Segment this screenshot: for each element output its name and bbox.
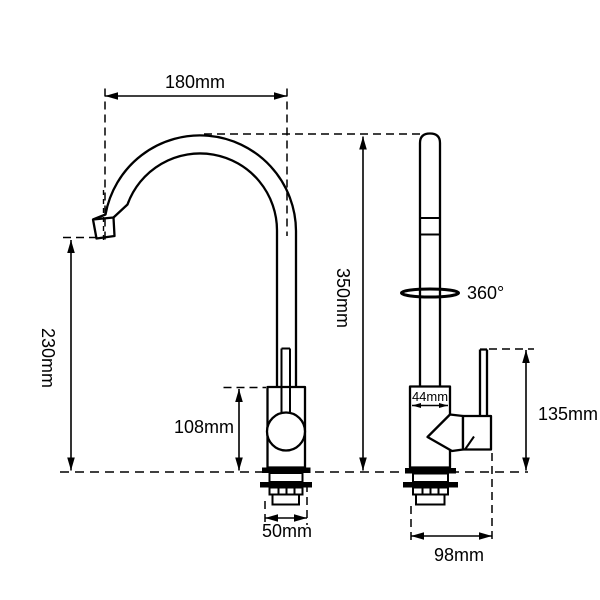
swivel-rotation-icon [400, 287, 460, 299]
front-view [91, 134, 312, 506]
handle-connector-cap [461, 414, 493, 451]
deck-plate-front [262, 467, 311, 473]
tailpiece-side [415, 493, 446, 506]
side-view [400, 132, 493, 506]
arrowhead [105, 92, 118, 100]
handle-rod-side [478, 348, 489, 415]
spout-joint-lines [420, 217, 440, 236]
spout-outer-curve [92, 134, 298, 388]
dim-label-base-depth: 98mm [434, 545, 484, 565]
dim-label-base-width: 50mm [262, 521, 312, 541]
washer-front [260, 482, 312, 488]
locknut-notches-side [421, 487, 440, 495]
arrowhead [359, 457, 367, 471]
spout-inner-curve [112, 152, 279, 388]
dim-base-depth: 98mm [410, 453, 493, 565]
mount-side [403, 468, 458, 506]
dim-spout-reach: 180mm [104, 72, 288, 243]
connector-chamfer [464, 435, 475, 451]
arrowhead [294, 514, 307, 522]
valve-cartridge-circle [265, 411, 307, 452]
datum-lines [60, 133, 528, 473]
arrowhead [412, 403, 421, 408]
arrowhead [235, 457, 243, 471]
dim-label-spout-reach: 180mm [165, 72, 225, 92]
shank-front [268, 472, 304, 483]
dim-label-overall-height: 350mm [333, 268, 353, 328]
dim-label-body-height: 108mm [174, 417, 234, 437]
dim-label-outlet-height: 230mm [38, 328, 58, 388]
dim-base-width: 50mm [262, 484, 312, 541]
dim-outlet-height: 230mm [38, 236, 96, 471]
mount-front [260, 467, 312, 506]
arrowhead [479, 532, 492, 540]
tailpiece-front [271, 493, 300, 506]
washer-side [403, 482, 458, 488]
arrowhead [411, 532, 424, 540]
swivel-rotation-label: 360° [467, 283, 504, 303]
arrowhead [67, 240, 75, 253]
handle-rod-front [280, 347, 291, 413]
shank-side [412, 472, 449, 483]
dim-body-height: 108mm [174, 386, 266, 471]
arrowhead [265, 514, 278, 522]
dim-label-handle-height: 135mm [538, 404, 598, 424]
arrowhead [439, 403, 448, 408]
arrowhead [522, 457, 530, 471]
dim-handle-height: 135mm [489, 348, 598, 471]
spout-tube-side [418, 132, 442, 387]
handle-connector-wedge [426, 413, 465, 453]
arrowhead [67, 457, 75, 471]
dim-overall-height: 350mm [333, 136, 367, 471]
locknut-notches-front [277, 487, 296, 495]
arrowhead [235, 389, 243, 402]
dim-label-body-width: 44mm [412, 389, 448, 404]
arrowhead [274, 92, 287, 100]
deck-plate-side [405, 468, 456, 474]
arrowhead [359, 136, 367, 150]
dim-body-width: 44mm [412, 389, 448, 408]
arrowhead [522, 350, 530, 363]
tube-over-ellipse [419, 288, 441, 298]
